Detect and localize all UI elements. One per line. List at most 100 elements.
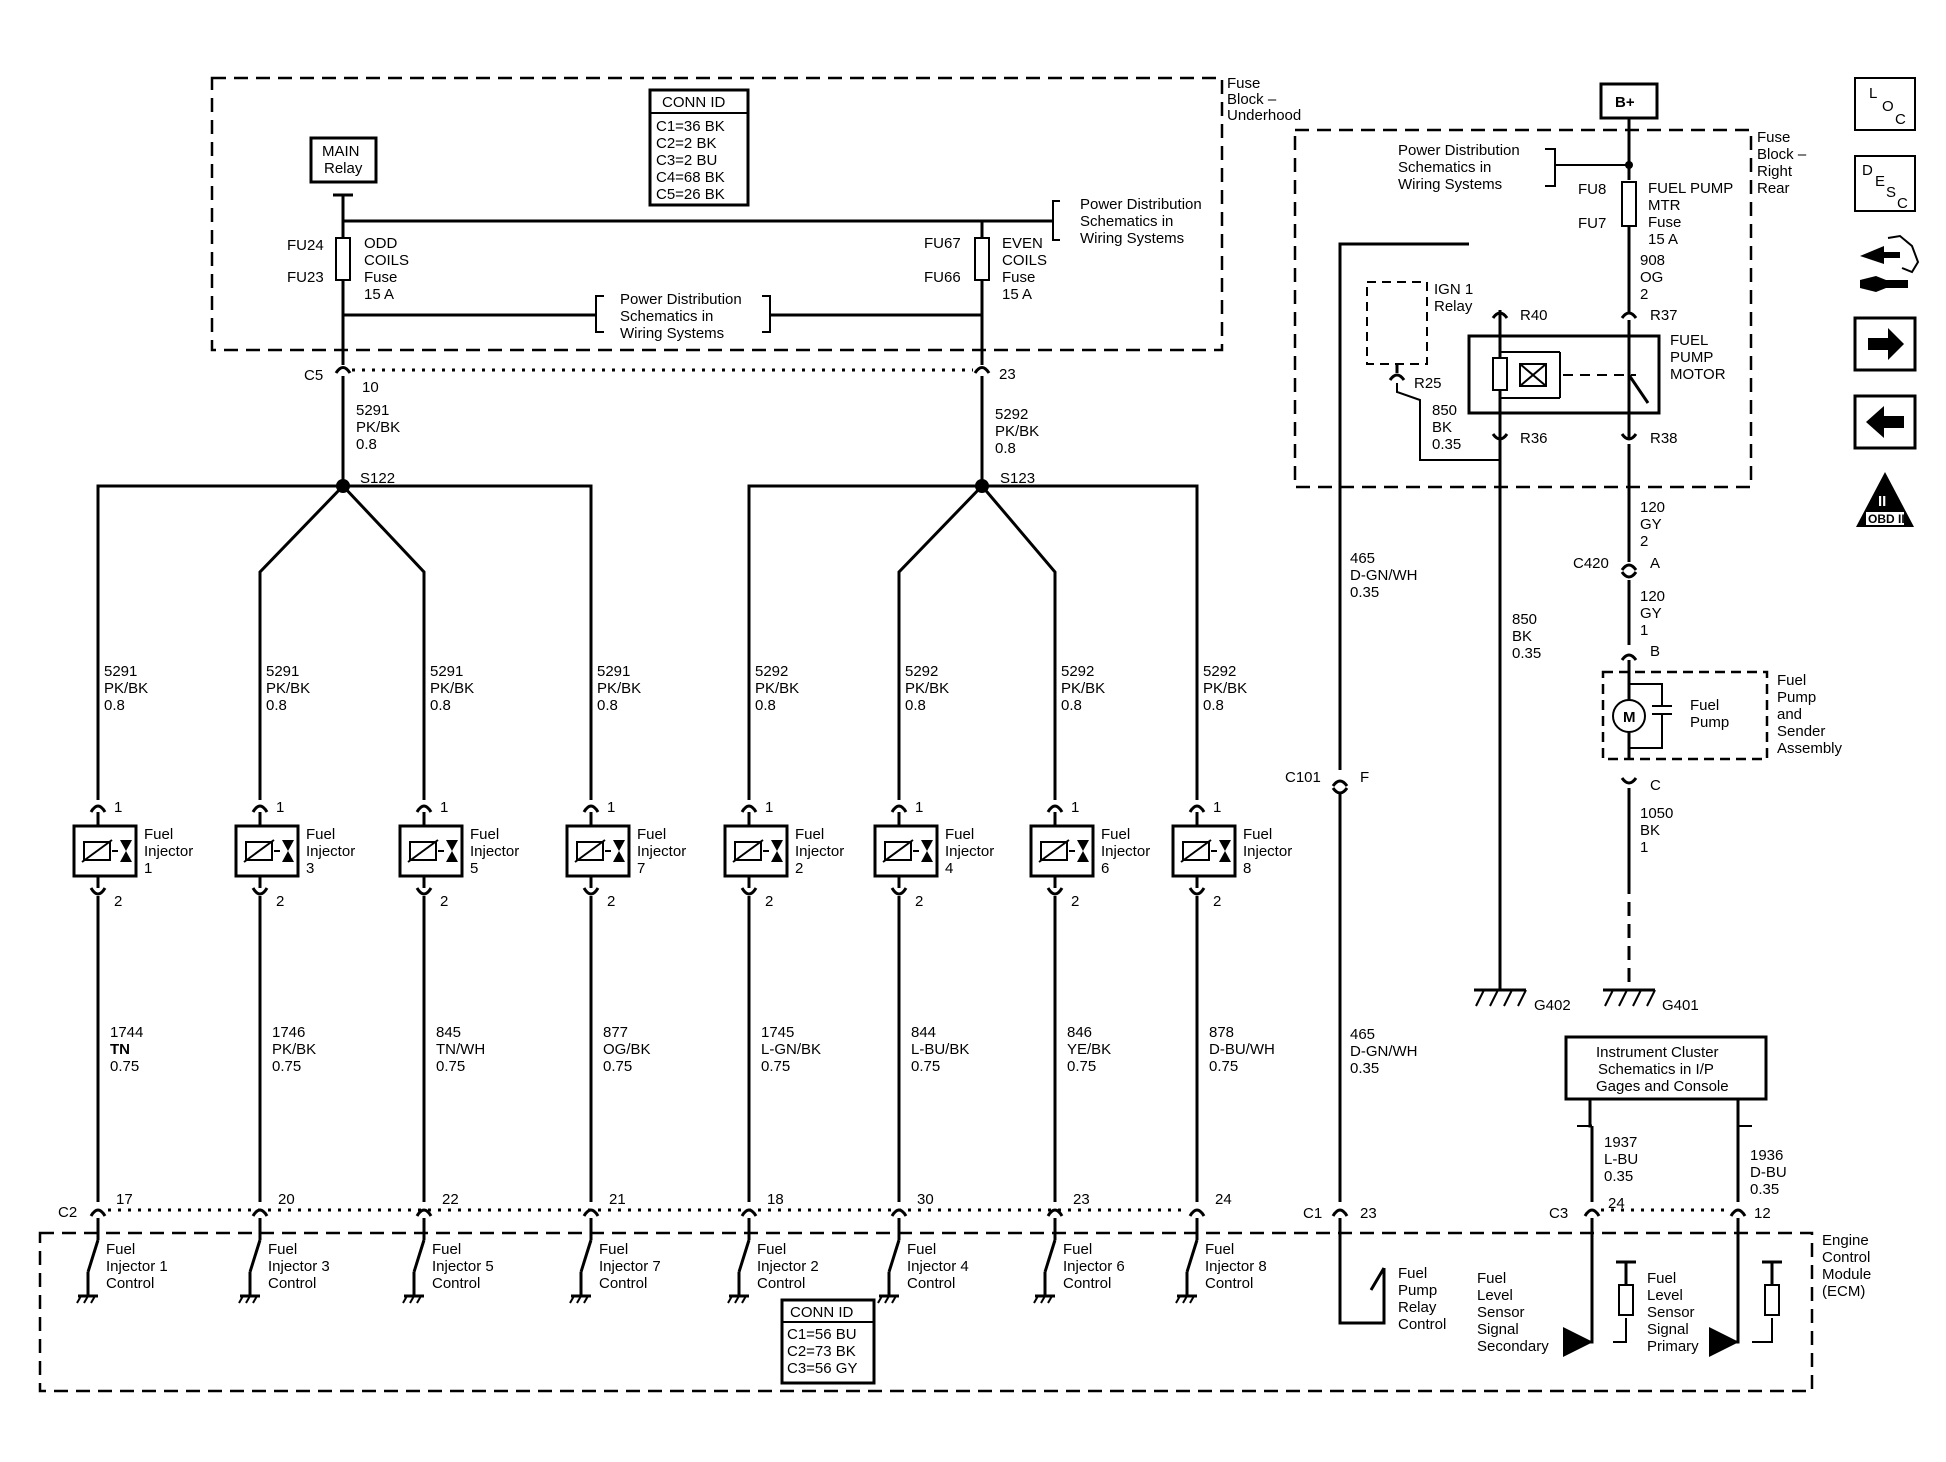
circuit-label: 844 <box>911 1024 936 1041</box>
feed-wire-label: 0.8 <box>597 697 618 714</box>
conn-id-row: C2=2 BK <box>656 135 716 152</box>
next-page-arrow-icon[interactable] <box>1853 316 1917 372</box>
fuse-block-right-rear: B+ Fuse Block – Right Rear Power Distrib… <box>1293 82 1807 489</box>
svg-text:120: 120 <box>1640 588 1665 605</box>
conn-id-row: C2=73 BK <box>787 1343 856 1360</box>
c5-connector: C5 10 23 <box>304 366 1016 396</box>
svg-text:0.35: 0.35 <box>1750 1181 1779 1198</box>
splice-branch <box>258 484 345 800</box>
circuit-label: 845 <box>436 1024 461 1041</box>
feed-wire-label: 0.8 <box>1061 697 1082 714</box>
svg-text:Block –: Block – <box>1757 146 1807 163</box>
ecm-pin: 23 <box>1073 1191 1090 1208</box>
svg-text:5292: 5292 <box>995 406 1028 423</box>
power-dist-ref-center: Power Distribution Schematics in Wiring … <box>595 291 771 342</box>
ecm-control-label: Fuel <box>1063 1241 1092 1258</box>
fuel-injector-circuit: 5292PK/BK0.81FuelInjector62846YE/BK0.752… <box>1029 663 1150 1304</box>
fuel-injector-circuit: 5291PK/BK0.81FuelInjector321746PK/BK0.75… <box>234 663 355 1304</box>
diagnostic-tools-icon[interactable] <box>1860 234 1920 292</box>
svg-text:0.8: 0.8 <box>995 440 1016 457</box>
location-icon[interactable]: L O C <box>1854 77 1916 131</box>
circuit-label: PK/BK <box>272 1041 316 1058</box>
ecm-control-label: Injector 2 <box>757 1258 819 1275</box>
ign1-relay-reference: IGN 1 Relay R25 <box>1366 281 1500 461</box>
svg-text:D-GN/WH: D-GN/WH <box>1350 1043 1418 1060</box>
svg-text:0.35: 0.35 <box>1432 436 1461 453</box>
ecm-pin: 17 <box>116 1191 133 1208</box>
svg-text:1050: 1050 <box>1640 805 1673 822</box>
svg-text:Signal: Signal <box>1477 1321 1519 1338</box>
splice-branch <box>96 484 343 800</box>
injector-label: Injector <box>1243 843 1292 860</box>
ecm-c2-connector: C2 <box>58 1204 1187 1221</box>
svg-text:15 A: 15 A <box>364 286 394 303</box>
relay-connectors-top: R40 R37 <box>1491 307 1678 324</box>
ecm-control-label: Fuel <box>106 1241 135 1258</box>
svg-text:1937: 1937 <box>1604 1134 1637 1151</box>
circuit-label: 0.75 <box>603 1058 632 1075</box>
svg-text:F: F <box>1360 769 1369 786</box>
svg-text:1: 1 <box>1640 622 1648 639</box>
injector-pin-out: 2 <box>276 893 284 910</box>
svg-text:Pump: Pump <box>1777 689 1816 706</box>
svg-text:Fuel: Fuel <box>1398 1265 1427 1282</box>
fuel-pump-motor-relay: FUEL PUMP MOTOR <box>1467 320 1726 440</box>
svg-text:0.35: 0.35 <box>1604 1168 1633 1185</box>
ecm-pin: 20 <box>278 1191 295 1208</box>
injector-pin-out: 2 <box>1213 893 1221 910</box>
svg-text:S: S <box>1886 184 1896 201</box>
svg-text:R40: R40 <box>1520 307 1548 324</box>
svg-text:Schematics in: Schematics in <box>1080 213 1173 230</box>
svg-text:PUMP: PUMP <box>1670 349 1713 366</box>
feed-wire-label: 5292 <box>905 663 938 680</box>
svg-text:1936: 1936 <box>1750 1147 1783 1164</box>
svg-text:FUEL PUMP: FUEL PUMP <box>1648 180 1733 197</box>
svg-text:B+: B+ <box>1615 94 1635 111</box>
ecm-module: Engine Control Module (ECM) CONN ID C1=5… <box>38 1231 1871 1393</box>
circuit-label: YE/BK <box>1067 1041 1111 1058</box>
ground-g401: G401 <box>1662 997 1699 1014</box>
injector-pin-out: 2 <box>440 893 448 910</box>
svg-text:C: C <box>1650 777 1661 794</box>
circuit-label: 0.75 <box>1209 1058 1238 1075</box>
ecm-conn-id-table: CONN ID C1=56 BU C2=73 BK C3=56 GY <box>780 1298 876 1385</box>
circuit-label: 0.75 <box>1067 1058 1096 1075</box>
circuit-label: 877 <box>603 1024 628 1041</box>
even-feed-wire: 5292 PK/BK 0.8 S123 <box>975 376 1039 493</box>
splice-branch <box>980 485 1057 800</box>
svg-text:R37: R37 <box>1650 307 1678 324</box>
svg-text:Sender: Sender <box>1777 723 1825 740</box>
ecm-control-label: Fuel <box>757 1241 786 1258</box>
ecm-control-label: Injector 8 <box>1205 1258 1267 1275</box>
underhood-title-1: Fuse <box>1227 75 1260 92</box>
injector-label: Fuel <box>1243 826 1272 843</box>
svg-text:Gages and Console: Gages and Console <box>1596 1078 1729 1095</box>
feed-wire-label: 5291 <box>430 663 463 680</box>
svg-text:D-BU: D-BU <box>1750 1164 1787 1181</box>
fuel-pump-sender-assembly: M Fuel Pump Fuel Pump and Sender Assembl… <box>1601 660 1843 761</box>
description-icon[interactable]: D E S C <box>1854 155 1916 212</box>
svg-text:Fuel: Fuel <box>1477 1270 1506 1287</box>
svg-text:Engine: Engine <box>1822 1232 1869 1249</box>
injector-pin-out: 2 <box>765 893 773 910</box>
injector-pin-in: 1 <box>114 799 122 816</box>
previous-page-arrow-icon[interactable] <box>1853 394 1917 450</box>
svg-text:C3: C3 <box>1549 1205 1568 1222</box>
ecm-control-label: Fuel <box>432 1241 461 1258</box>
fuel-pump-supply: 120 GY 2 C420 A 120 GY 1 B <box>1573 444 1665 661</box>
svg-text:PK/BK: PK/BK <box>995 423 1039 440</box>
svg-text:Wiring Systems: Wiring Systems <box>1080 230 1184 247</box>
svg-text:Fuse: Fuse <box>1002 269 1035 286</box>
injector-body <box>565 824 631 878</box>
svg-text:Schematics in I/P: Schematics in I/P <box>1598 1061 1714 1078</box>
svg-text:Relay: Relay <box>1434 298 1473 315</box>
svg-text:850: 850 <box>1512 611 1537 628</box>
ecm-control-label: Injector 4 <box>907 1258 969 1275</box>
circuit-label: 1746 <box>272 1024 305 1041</box>
ecm-control-label: Injector 7 <box>599 1258 661 1275</box>
injector-label: 3 <box>306 860 314 877</box>
svg-text:ODD: ODD <box>364 235 398 252</box>
svg-text:Schematics in: Schematics in <box>1398 159 1491 176</box>
fuel-injector-circuit: 5291PK/BK0.81FuelInjector72877OG/BK0.752… <box>565 663 686 1304</box>
obd-ii-icon[interactable]: II OBD II <box>1856 472 1914 527</box>
